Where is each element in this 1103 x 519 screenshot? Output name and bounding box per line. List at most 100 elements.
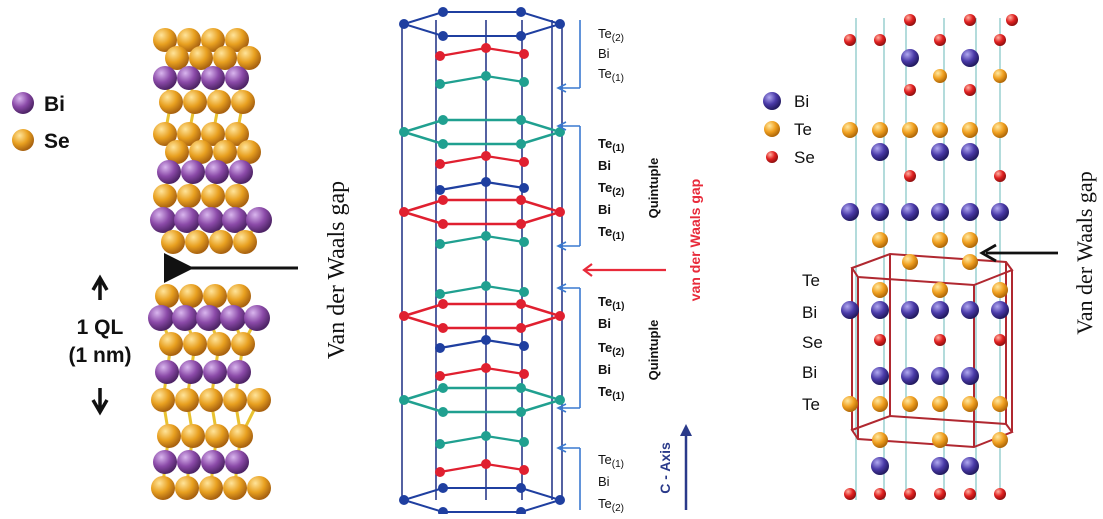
atom [189, 46, 213, 70]
atom [933, 69, 947, 83]
layer-label: Te(2) [598, 340, 624, 358]
atom [964, 14, 976, 26]
level-arrowhead [556, 121, 567, 131]
atom [438, 7, 448, 17]
atom [874, 488, 886, 500]
layer-label: Te(2) [598, 180, 624, 198]
atom [516, 407, 526, 417]
atom [438, 115, 448, 125]
atom [932, 282, 948, 298]
layer-label: Bi [598, 316, 611, 331]
atom [246, 207, 272, 233]
atom [481, 71, 491, 81]
atom [516, 31, 526, 41]
atom [902, 254, 918, 270]
vdw-gap-label: van der Waals gap [687, 179, 703, 301]
atom [516, 323, 526, 333]
atom [231, 332, 255, 356]
atom [962, 232, 978, 248]
atom [961, 301, 979, 319]
atom [159, 90, 183, 114]
atom [901, 49, 919, 67]
atom [435, 371, 445, 381]
atom [842, 396, 858, 412]
atom [994, 170, 1006, 182]
atom [225, 28, 249, 52]
panel-c-bi2te2se-structure: Bi Te Se Te Bi Se Bi Te Van der Waals ga… [763, 14, 1097, 500]
atom [151, 476, 175, 500]
atom [555, 127, 565, 137]
layer-label: Te(1) [598, 384, 624, 402]
quintuple-1-labels: Te(1) Bi Te(2) Bi Te(1) Quintuple [598, 136, 661, 242]
layer-label: Bi [598, 474, 610, 489]
atom [438, 323, 448, 333]
atom [213, 140, 237, 164]
atom [519, 465, 529, 475]
atom [157, 424, 181, 448]
atom [438, 195, 448, 205]
atom [225, 450, 249, 474]
atom [179, 284, 203, 308]
atom [844, 488, 856, 500]
atom [519, 157, 529, 167]
hexagonal-prism-frame [401, 20, 563, 500]
atom [904, 488, 916, 500]
atom [961, 457, 979, 475]
atom [931, 367, 949, 385]
atom [225, 122, 249, 146]
atom [399, 127, 409, 137]
atom [435, 467, 445, 477]
atom [481, 177, 491, 187]
atom [181, 160, 205, 184]
atom [481, 335, 491, 345]
atom [994, 488, 1006, 500]
vdw-gap-label: Van der Waals gap [1072, 171, 1097, 334]
layer-label: Te(1) [598, 294, 624, 312]
atom [225, 184, 249, 208]
atom [151, 388, 175, 412]
atom [962, 122, 978, 138]
atom [519, 341, 529, 351]
atom [199, 388, 223, 412]
atom [872, 396, 888, 412]
atom [842, 122, 858, 138]
legend-te-label: Te [794, 120, 812, 139]
atom [150, 207, 176, 233]
atom [189, 140, 213, 164]
atom [227, 284, 251, 308]
atom [244, 305, 270, 331]
legend-se-label: Se [44, 130, 70, 153]
atom [902, 396, 918, 412]
layer-hexagon [399, 118, 565, 146]
atom [207, 90, 231, 114]
level-arrowhead [556, 403, 567, 413]
atom [555, 311, 565, 321]
atom [438, 31, 448, 41]
atom [932, 396, 948, 412]
atom [555, 495, 565, 505]
layer-arrows [556, 20, 581, 510]
atom [153, 450, 177, 474]
atom [237, 140, 261, 164]
layer-label: Te(1) [598, 136, 624, 154]
layer-hexagon [400, 487, 564, 513]
atom [199, 476, 223, 500]
atom [399, 395, 409, 405]
atom [229, 160, 253, 184]
top-layer-labels: Te(2) Bi Te(1) [598, 26, 624, 84]
atom [185, 230, 209, 254]
atom [874, 34, 886, 46]
legend-se-marker [12, 129, 34, 151]
atom [961, 143, 979, 161]
cell-top [850, 252, 1014, 287]
atom-layers [148, 28, 272, 500]
atom [229, 424, 253, 448]
layer-label: Te(1) [598, 224, 624, 242]
c-axis-label: C - Axis [657, 442, 673, 494]
atom [435, 289, 445, 299]
atom [205, 424, 229, 448]
atom [196, 305, 222, 331]
ql-label: 1 QL [77, 316, 124, 339]
atom [148, 305, 174, 331]
atom [872, 432, 888, 448]
